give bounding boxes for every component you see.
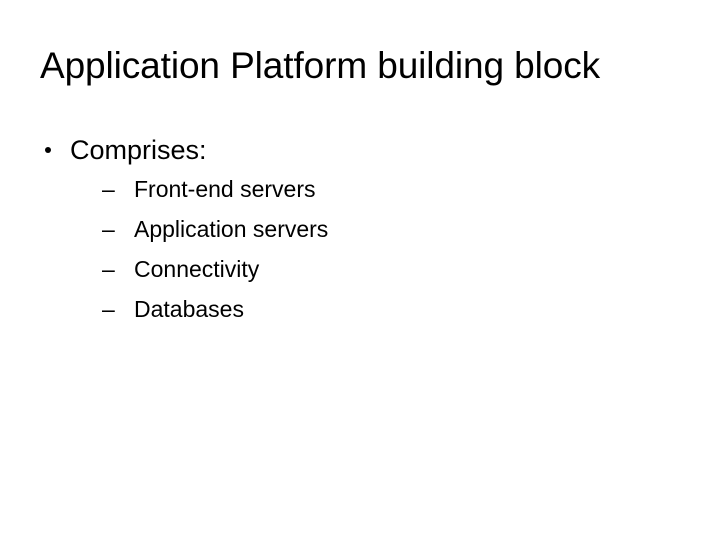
sub-bullet-label: Front-end servers: [134, 176, 316, 202]
sub-bullet-databases: – Databases: [70, 289, 688, 329]
sub-bullet-connectivity: – Connectivity: [70, 249, 688, 289]
bullet-dot-icon: [45, 147, 51, 153]
sub-bullet-front-end-servers: – Front-end servers: [70, 169, 688, 209]
sub-bullet-label: Connectivity: [134, 256, 260, 282]
dash-marker-icon: –: [102, 216, 115, 242]
dash-marker-icon: –: [102, 296, 115, 322]
dash-marker-icon: –: [102, 256, 115, 282]
dash-marker-icon: –: [102, 176, 115, 202]
sub-bullet-label: Databases: [134, 296, 244, 322]
slide-body: Comprises: – Front-end servers – Applica…: [40, 131, 688, 329]
slide-title: Application Platform building block: [40, 45, 601, 86]
bullet-item-comprises: Comprises: – Front-end servers – Applica…: [40, 131, 688, 329]
bullet-list-level-2: – Front-end servers – Application server…: [70, 169, 688, 329]
sub-bullet-application-servers: – Application servers: [70, 209, 688, 249]
bullet-list-level-1: Comprises: – Front-end servers – Applica…: [40, 131, 688, 329]
bullet-item-label: Comprises:: [70, 135, 207, 165]
sub-bullet-label: Application servers: [134, 216, 329, 242]
